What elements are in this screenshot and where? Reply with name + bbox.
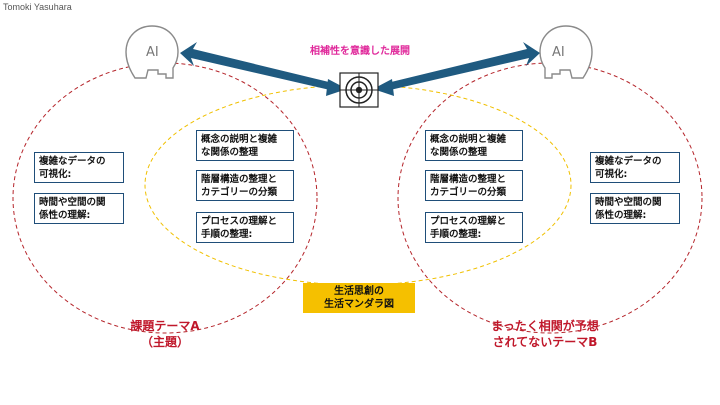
- ai-left-label: AI: [146, 45, 159, 60]
- ai-head-right-icon: AI: [539, 25, 593, 79]
- ai-head-left-icon: AI: [125, 25, 179, 79]
- left-inner-box-1: 概念の説明と複雑な関係の整理: [196, 130, 294, 161]
- right-inner-box-3: プロセスの理解と手順の整理:: [425, 212, 523, 243]
- target-icon: [339, 72, 379, 108]
- right-outer-box-2: 時間や空間の関係性の理解:: [590, 193, 680, 224]
- theme-a-circle: [12, 62, 318, 334]
- left-outer-box-1: 複雑なデータの可視化:: [34, 152, 124, 183]
- left-inner-box-2: 階層構造の整理とカテゴリーの分類: [196, 170, 294, 201]
- theme-a-label: 課題テーマA（主題）: [130, 319, 200, 349]
- center-label: 生活思創の生活マンダラ図: [303, 283, 415, 313]
- right-arrow-icon: [373, 42, 540, 96]
- author-credit: Tomoki Yasuhara: [3, 2, 72, 12]
- ai-right-label: AI: [552, 45, 565, 60]
- right-outer-box-1: 複雑なデータの可視化:: [590, 152, 680, 183]
- theme-b-circle: [397, 62, 703, 334]
- left-arrow-icon: [180, 42, 347, 96]
- right-inner-box-2: 階層構造の整理とカテゴリーの分類: [425, 170, 523, 201]
- headline: 相補性を意識した展開: [310, 46, 410, 57]
- left-inner-box-3: プロセスの理解と手順の整理:: [196, 212, 294, 243]
- theme-b-label: まったく相関が予想されてないテーマB: [491, 319, 599, 349]
- right-inner-box-1: 概念の説明と複雑な関係の整理: [425, 130, 523, 161]
- left-outer-box-2: 時間や空間の関係性の理解:: [34, 193, 124, 224]
